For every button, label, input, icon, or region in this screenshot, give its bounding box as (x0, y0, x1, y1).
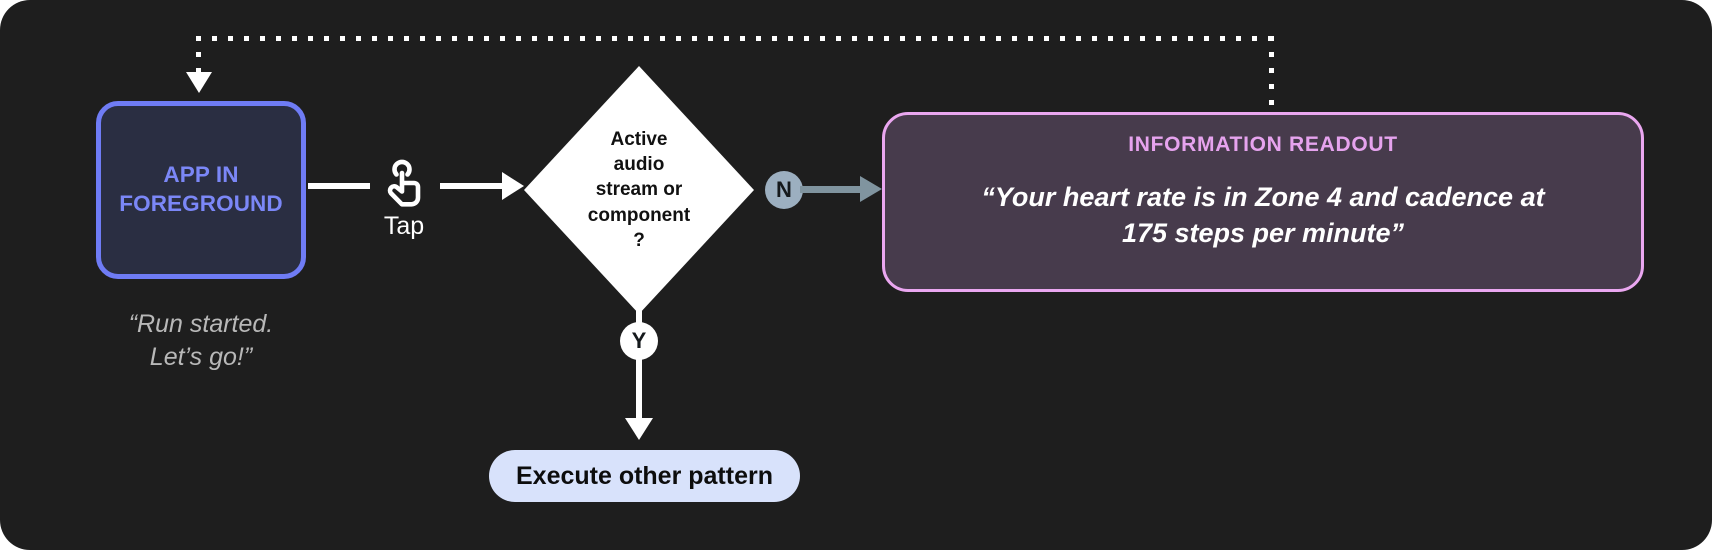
panel-information-readout[interactable]: INFORMATION READOUT “Your heart rate is … (882, 112, 1644, 292)
feedback-loop-left-segment (196, 36, 201, 76)
node-decision-audio-stream[interactable]: Active audio stream or component ? (524, 66, 754, 314)
execute-other-pattern-label: Execute other pattern (515, 461, 773, 490)
connector-no-branch-line (800, 186, 863, 193)
connector-yes-branch-upper (636, 310, 642, 328)
branch-badge-yes: Y (620, 322, 658, 360)
app-in-foreground-label: APP IN FOREGROUND (119, 162, 283, 216)
connector-yes-branch-lower (636, 358, 642, 422)
app-in-foreground-caption: “Run started. Let’s go!” (128, 310, 274, 372)
connector-tap-to-decision (440, 183, 506, 189)
tap-icon (387, 159, 421, 207)
connector-yes-branch-arrowhead (625, 418, 653, 440)
connector-app-to-tap (308, 183, 370, 189)
information-readout-body: “Your heart rate is in Zone 4 and cadenc… (981, 182, 1545, 249)
information-readout-title: INFORMATION READOUT (1128, 133, 1398, 156)
connector-tap-to-decision-arrowhead (502, 172, 524, 200)
feedback-loop-arrowhead (186, 72, 212, 93)
tap-interaction-group[interactable]: Tap (372, 158, 436, 239)
connector-no-branch-arrowhead (860, 176, 882, 202)
feedback-loop-right-segment (1269, 36, 1274, 114)
node-execute-other-pattern[interactable]: Execute other pattern (489, 450, 800, 502)
tap-label: Tap (383, 212, 425, 240)
branch-badge-no: N (765, 171, 803, 209)
node-app-in-foreground[interactable]: APP IN FOREGROUND (96, 101, 306, 279)
decision-label: Active audio stream or component ? (587, 128, 691, 251)
feedback-loop-top-segment (196, 36, 1274, 41)
